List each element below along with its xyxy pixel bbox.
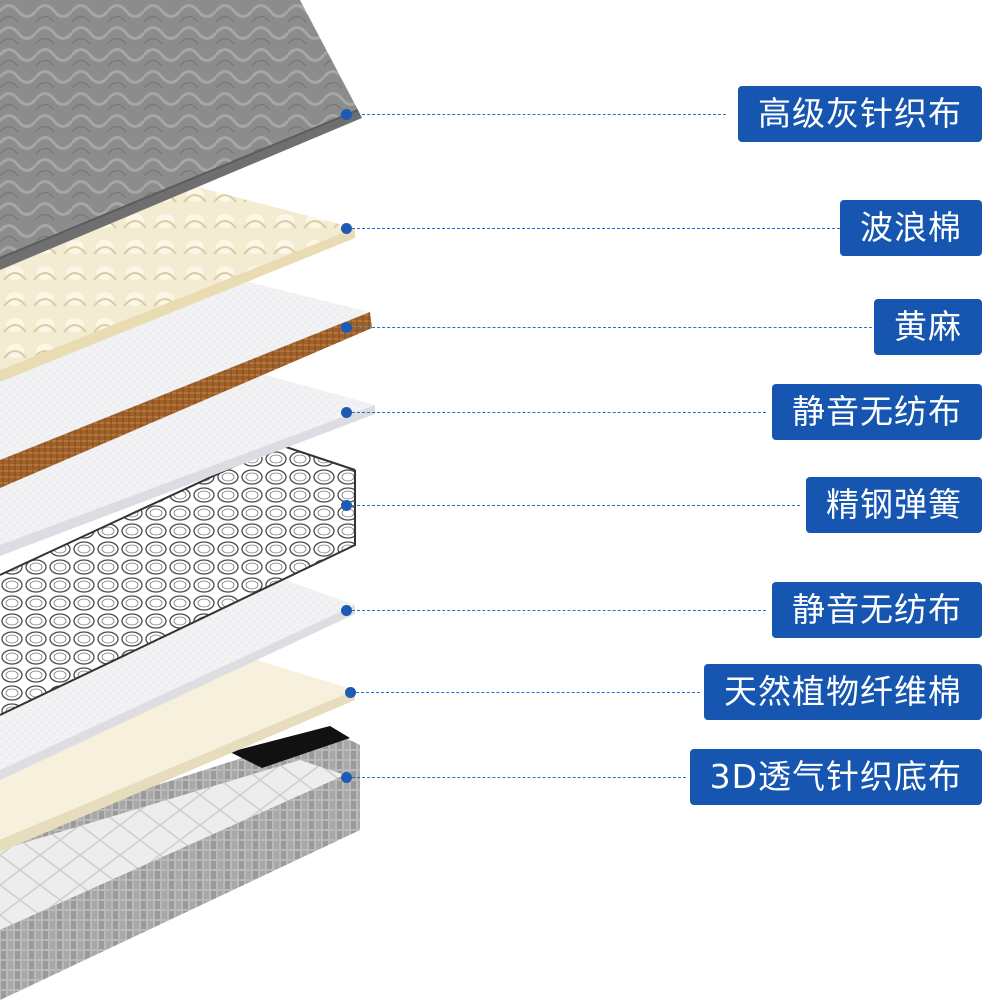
callout-line-fiber (356, 692, 700, 693)
layer-plant-fiber (0, 655, 355, 852)
callout-dot-foam (341, 223, 352, 234)
callout-line-jute (352, 327, 882, 328)
label-nonwoven-lower: 静音无纺布 (772, 582, 982, 638)
callout-dot-base (341, 772, 352, 783)
label-plant-fiber: 天然植物纤维棉 (704, 664, 982, 720)
callout-line-nonwoven-1 (352, 412, 766, 413)
callout-dot-springs (341, 500, 352, 511)
callout-dot-knit (341, 109, 352, 120)
label-nonwoven-upper: 静音无纺布 (772, 384, 982, 440)
label-steel-springs: 精钢弹簧 (806, 477, 982, 533)
label-jute: 黄麻 (874, 299, 982, 355)
callout-line-springs (352, 505, 800, 506)
callout-line-nonwoven-2 (352, 610, 766, 611)
layer-jute (0, 270, 372, 488)
callout-dot-jute (341, 322, 352, 333)
callout-dot-fiber (345, 687, 356, 698)
layer-nonwoven-lower (0, 560, 355, 780)
label-wave-foam: 波浪棉 (840, 200, 982, 256)
callout-dot-nonwoven-2 (341, 605, 352, 616)
label-gray-knit: 高级灰针织布 (738, 86, 982, 142)
callout-line-foam (352, 228, 840, 229)
layer-gray-knit-top (0, 0, 362, 270)
callout-line-knit (352, 114, 726, 115)
layer-3d-knit-base (0, 726, 360, 1000)
label-3d-knit-base: 3D透气针织底布 (689, 749, 982, 805)
callout-dot-nonwoven-1 (341, 407, 352, 418)
callout-line-base (352, 777, 686, 778)
